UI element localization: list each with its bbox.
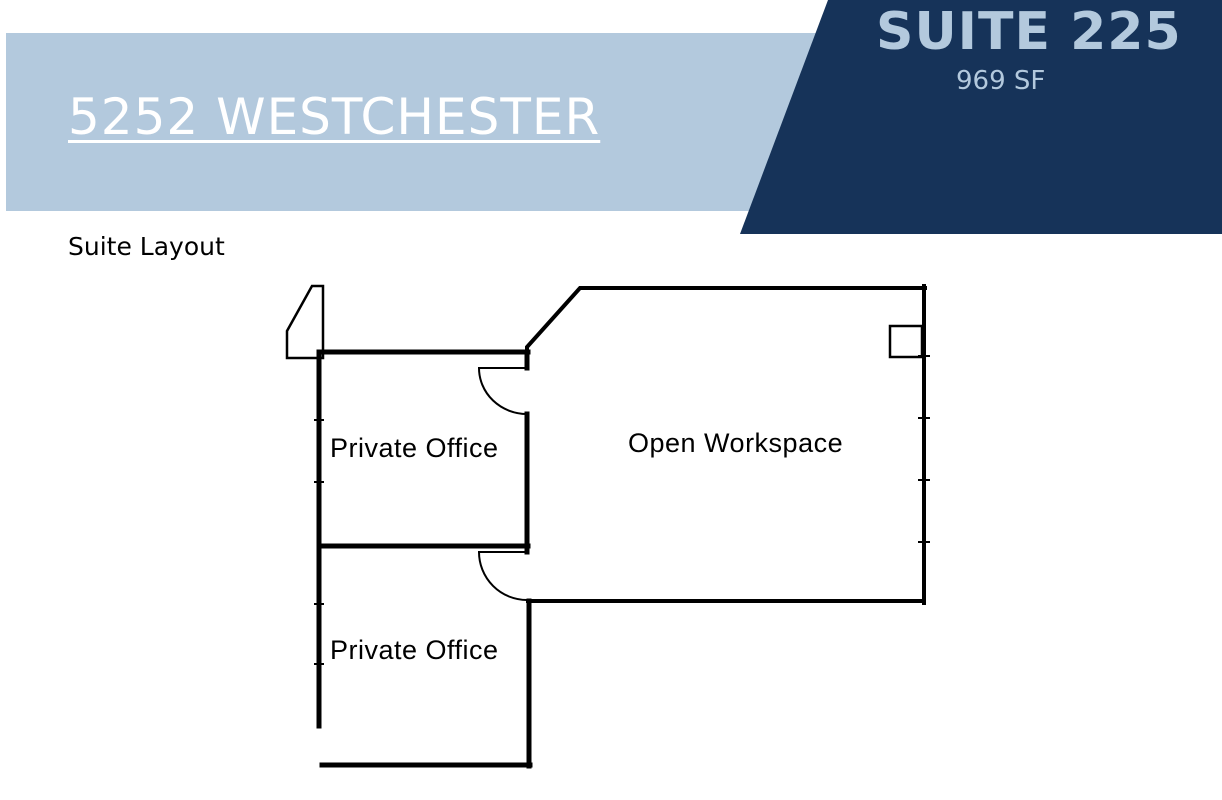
section-label: Suite Layout: [68, 232, 225, 261]
property-address: 5252 WESTCHESTER: [68, 88, 601, 146]
header-banner: [6, 33, 856, 211]
room-label-office-2: Private Office: [330, 635, 499, 665]
suite-banner: [740, 0, 1222, 234]
suite-size: 969 SF: [956, 66, 1046, 96]
door-2-swing: [477, 550, 529, 602]
room-label-office-1: Private Office: [330, 433, 499, 463]
room-label-open-workspace: Open Workspace: [628, 428, 844, 458]
suite-banner-shape: [740, 0, 1222, 234]
workspace-top-wall: [525, 286, 927, 356]
wall-cabinet: [888, 324, 924, 359]
column-structure: [285, 284, 325, 360]
suite-title: SUITE 225: [876, 2, 1182, 62]
door-1-swing: [477, 366, 529, 416]
